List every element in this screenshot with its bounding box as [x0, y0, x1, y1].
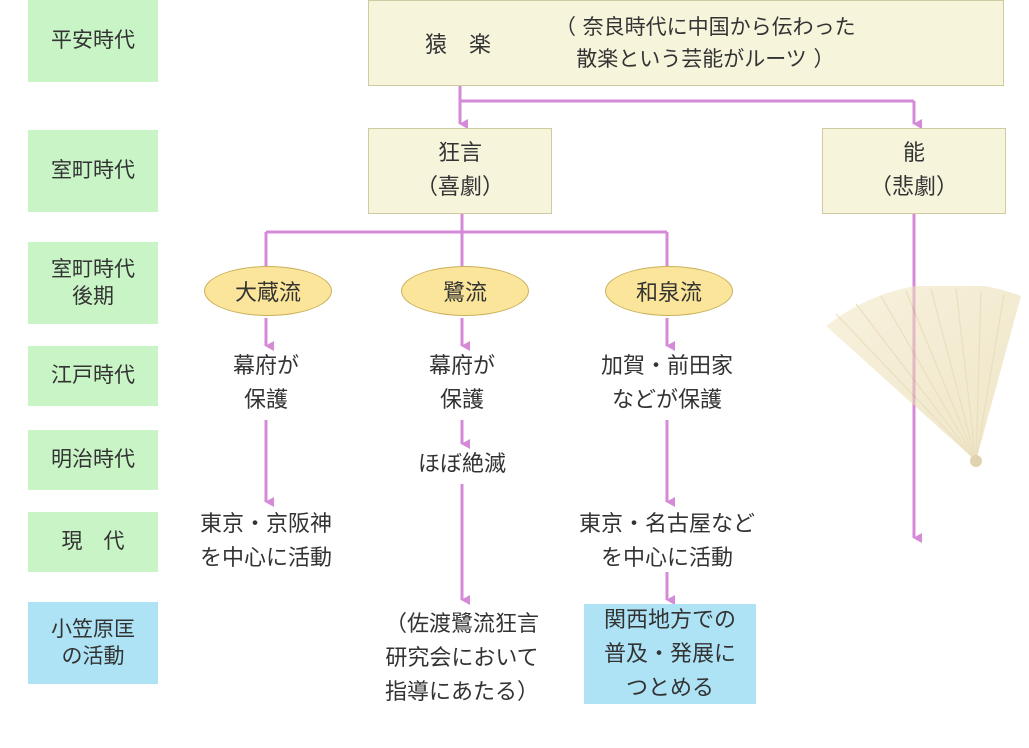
izumi-edo-text: 加賀・前田家 などが保護 — [577, 350, 757, 418]
era-heian-label: 平安時代 — [51, 28, 135, 53]
sagi-activity-line2: 研究会において — [385, 646, 539, 671]
okura-school-oval: 大蔵流 — [204, 266, 332, 316]
okura-gendai-text: 東京・京阪神 を中心に活動 — [176, 508, 356, 576]
kyogen-label: 狂言 — [437, 141, 482, 166]
okura-edo-line2: 保護 — [243, 388, 288, 413]
sagi-activity-line3: 指導にあたる） — [384, 680, 539, 705]
okura-edo-text: 幕府が 保護 — [186, 350, 346, 418]
sarugaku-note-line1: （ 奈良時代に中国から伝わった — [555, 15, 856, 39]
sagi-school-oval: 鷺流 — [401, 266, 529, 316]
era-ogasawara-line1: 小笠原匡 — [51, 616, 135, 641]
era-meiji-label: 明治時代 — [51, 447, 135, 472]
kyogen-subtitle: （喜劇） — [415, 175, 504, 200]
sarugaku-note: （ 奈良時代に中国から伝わった 散楽という芸能がルーツ ） — [555, 11, 856, 75]
era-meiji: 明治時代 — [28, 430, 158, 490]
izumi-activity-box: 関西地方での 普及・発展に つとめる — [584, 604, 756, 704]
sagi-edo-text: 幕府が 保護 — [382, 350, 542, 418]
izumi-gendai-line1: 東京・名古屋など — [578, 512, 755, 537]
izumi-activity-line3: つとめる — [625, 676, 714, 701]
okura-gendai-line1: 東京・京阪神 — [199, 512, 332, 537]
era-ogasawara-line2: の活動 — [61, 644, 125, 668]
izumi-school-label: 和泉流 — [635, 281, 702, 306]
okura-edo-line1: 幕府が — [232, 354, 299, 379]
sagi-meiji-text: ほぼ絶滅 — [382, 448, 542, 482]
izumi-activity-line2: 普及・発展に — [603, 642, 736, 667]
sagi-edo-line1: 幕府が — [428, 354, 495, 379]
sagi-school-label: 鷺流 — [442, 281, 487, 306]
sagi-edo-line2: 保護 — [439, 388, 484, 413]
kyogen-box: 狂言 （喜劇） — [368, 128, 552, 214]
okura-school-label: 大蔵流 — [234, 281, 301, 306]
era-muromachi-late-line2: 後期 — [72, 284, 114, 308]
noh-label: 能 — [902, 141, 925, 166]
era-muromachi: 室町時代 — [28, 130, 158, 212]
sarugaku-title: 猿 楽 — [425, 33, 492, 58]
sagi-activity-text: （佐渡鷺流狂言 研究会において 指導にあたる） — [362, 608, 562, 710]
era-edo-label: 江戸時代 — [51, 363, 135, 388]
era-muromachi-label: 室町時代 — [51, 158, 135, 183]
izumi-edo-line2: などが保護 — [611, 388, 722, 413]
izumi-edo-line1: 加賀・前田家 — [600, 354, 733, 379]
okura-gendai-line2: を中心に活動 — [199, 546, 332, 571]
era-gendai-label: 現 代 — [61, 529, 125, 554]
era-muromachi-late-line1: 室町時代 — [51, 256, 135, 281]
izumi-gendai-text: 東京・名古屋など を中心に活動 — [567, 508, 767, 576]
folding-fan-icon — [826, 286, 1021, 467]
sarugaku-box: 猿 楽 （ 奈良時代に中国から伝わった 散楽という芸能がルーツ ） — [368, 0, 1004, 86]
era-ogasawara-activity: 小笠原匡 の活動 — [28, 602, 158, 684]
noh-box: 能 （悲劇） — [822, 128, 1006, 214]
era-gendai: 現 代 — [28, 512, 158, 572]
sarugaku-note-line2: 散楽という芸能がルーツ ） — [576, 47, 835, 71]
izumi-school-oval: 和泉流 — [605, 266, 733, 316]
era-edo: 江戸時代 — [28, 346, 158, 406]
era-muromachi-late: 室町時代 後期 — [28, 242, 158, 324]
izumi-activity-line1: 関西地方での — [603, 608, 736, 633]
sagi-meiji-line: ほぼ絶滅 — [417, 452, 506, 477]
sagi-activity-line1: （佐渡鷺流狂言 — [384, 612, 539, 637]
izumi-gendai-line2: を中心に活動 — [600, 546, 733, 571]
noh-subtitle: （悲劇） — [869, 175, 958, 200]
era-heian: 平安時代 — [28, 0, 158, 82]
